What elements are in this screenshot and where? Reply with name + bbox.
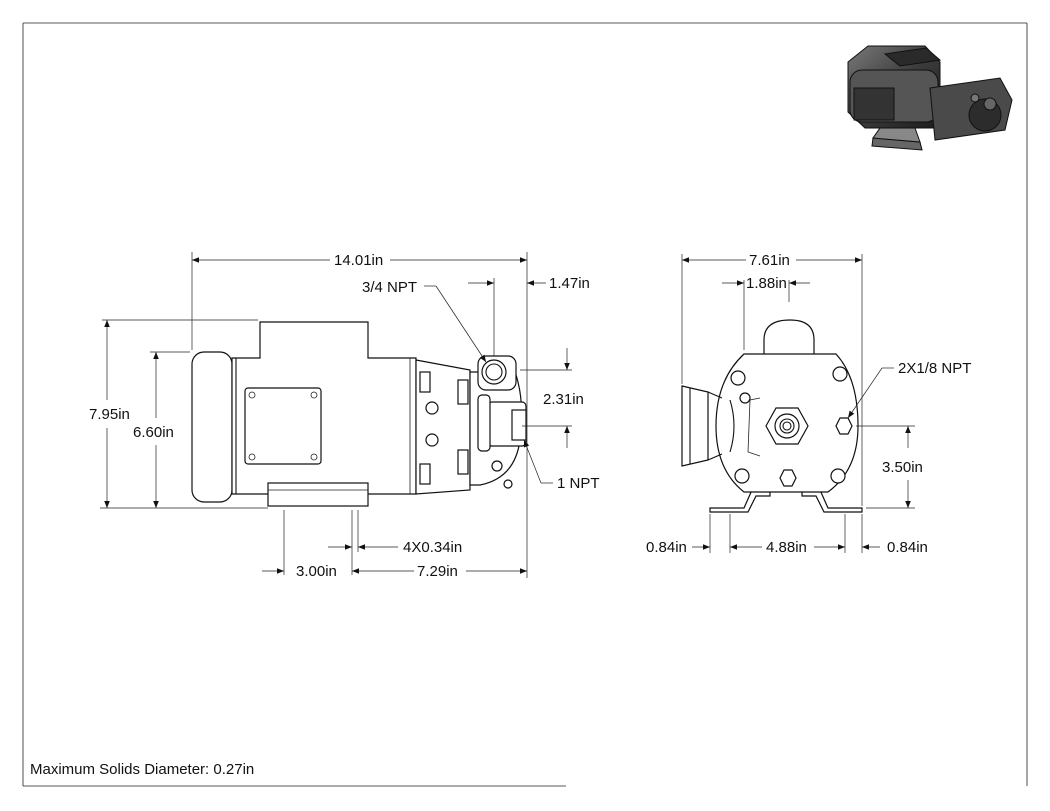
dim-base-to-end: 7.29in xyxy=(417,563,458,580)
dim-overall-length: 14.01in xyxy=(334,252,383,269)
label-drain-ports: 2X1/8 NPT xyxy=(898,360,971,377)
dim-shaft-height: 3.50in xyxy=(882,459,923,476)
front-view xyxy=(681,319,863,513)
dim-overall-height: 7.95in xyxy=(89,406,130,423)
label-discharge-port: 1 NPT xyxy=(557,475,600,492)
pump-3d-render-icon xyxy=(847,45,1013,151)
dim-right-margin: 0.84in xyxy=(887,539,928,556)
dim-port-height: 2.31in xyxy=(543,391,584,408)
front-view-dimensions: 7.61in 1.88in 2X1/8 NPT 3.50in 0.84in 4.… xyxy=(646,252,971,556)
side-view xyxy=(191,321,527,507)
max-solids-note: Maximum Solids Diameter: 0.27in xyxy=(30,761,255,778)
dim-motor-height: 6.60in xyxy=(133,424,174,441)
side-view-dimensions: 14.01in 1.47in 3/4 NPT 2.31in 1 NPT 7.95… xyxy=(89,252,600,580)
dim-left-margin: 0.84in xyxy=(646,539,687,556)
sheet-border xyxy=(22,22,1028,787)
label-suction-port: 3/4 NPT xyxy=(362,279,417,296)
dim-overall-width: 7.61in xyxy=(749,252,790,269)
dim-base-width: 3.00in xyxy=(296,563,337,580)
dim-port-offset: 1.47in xyxy=(549,275,590,292)
dim-mount-holes: 4X0.34in xyxy=(403,539,462,556)
dim-foot-span: 4.88in xyxy=(766,539,807,556)
dim-top-offset: 1.88in xyxy=(746,275,787,292)
